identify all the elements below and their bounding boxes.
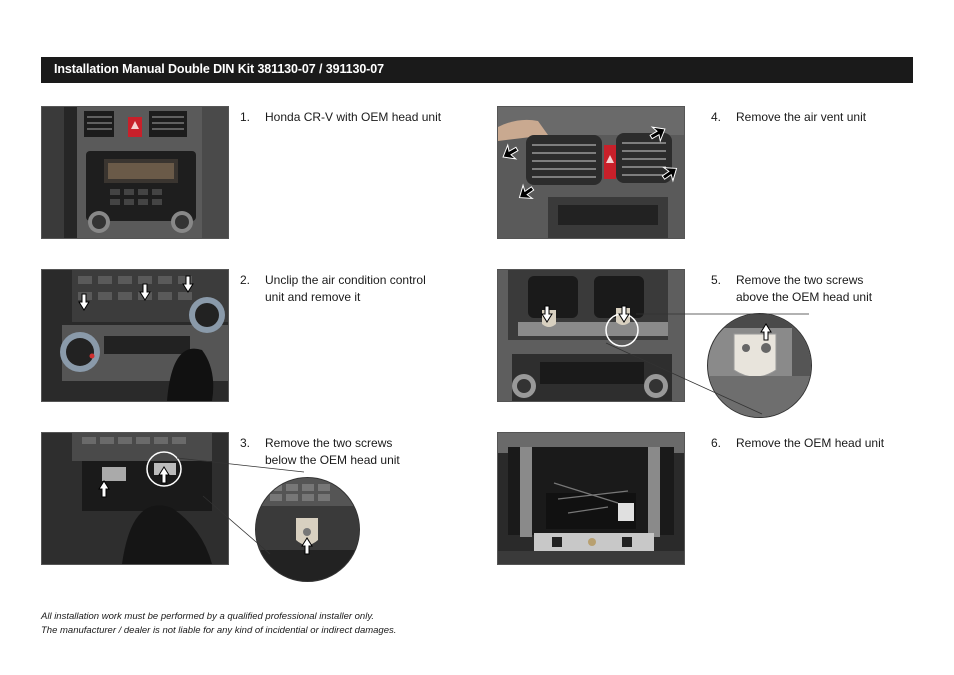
step-description-line-2: below the OEM head unit — [265, 452, 400, 467]
upper-screw-closeup-image — [708, 314, 811, 417]
step-1-photo — [41, 106, 229, 239]
step-1-text: 1. Honda CR-V with OEM head unit — [240, 109, 470, 129]
step-2-photo — [41, 269, 229, 402]
step-number: 3. — [240, 436, 251, 450]
disclaimer-line-2: The manufacturer / dealer is not liable … — [41, 624, 397, 636]
step-3-zoom-detail — [255, 477, 360, 582]
step-5-zoom-detail — [707, 313, 812, 418]
page-title: Installation Manual Double DIN Kit 38113… — [54, 62, 384, 76]
step-5-text: 5. Remove the two screws above the OEM h… — [711, 272, 911, 308]
step-description-line-1: Remove the two screws — [736, 273, 864, 287]
step-number: 5. — [711, 273, 722, 287]
step-description: Remove the air vent unit — [736, 110, 867, 124]
step-number: 2. — [240, 273, 251, 287]
footer-disclaimer: All installation work must be performed … — [41, 610, 396, 637]
head-unit-removed-image — [498, 433, 684, 564]
step-5-photo — [497, 269, 685, 402]
step-description: Honda CR-V with OEM head unit — [265, 110, 442, 124]
disclaimer-line-1: All installation work must be performed … — [41, 611, 375, 622]
step-6-text: 6. Remove the OEM head unit — [711, 435, 911, 455]
step-description-line-2: above the OEM head unit — [736, 289, 873, 304]
header-bar: Installation Manual Double DIN Kit 38113… — [41, 57, 913, 83]
climate-control-image — [42, 270, 228, 401]
step-6-photo — [497, 432, 685, 565]
step-description-line-1: Remove the two screws — [265, 436, 393, 450]
step-number: 1. — [240, 110, 251, 124]
dashboard-head-unit-image — [42, 107, 228, 238]
screws-above-image — [498, 270, 684, 401]
step-number: 6. — [711, 436, 722, 450]
step-description-line-2: unit and remove it — [265, 289, 361, 304]
step-3-text: 3. Remove the two screws below the OEM h… — [240, 435, 470, 471]
screw-closeup-image — [256, 478, 359, 581]
air-vent-image — [498, 107, 684, 238]
step-description-line-1: Unclip the air condition control — [265, 273, 426, 287]
step-3-photo — [41, 432, 229, 565]
step-4-photo — [497, 106, 685, 239]
step-description: Remove the OEM head unit — [736, 436, 885, 450]
step-number: 4. — [711, 110, 722, 124]
step-2-text: 2. Unclip the air condition control unit… — [240, 272, 470, 308]
screws-below-image — [42, 433, 228, 564]
step-4-text: 4. Remove the air vent unit — [711, 109, 911, 129]
